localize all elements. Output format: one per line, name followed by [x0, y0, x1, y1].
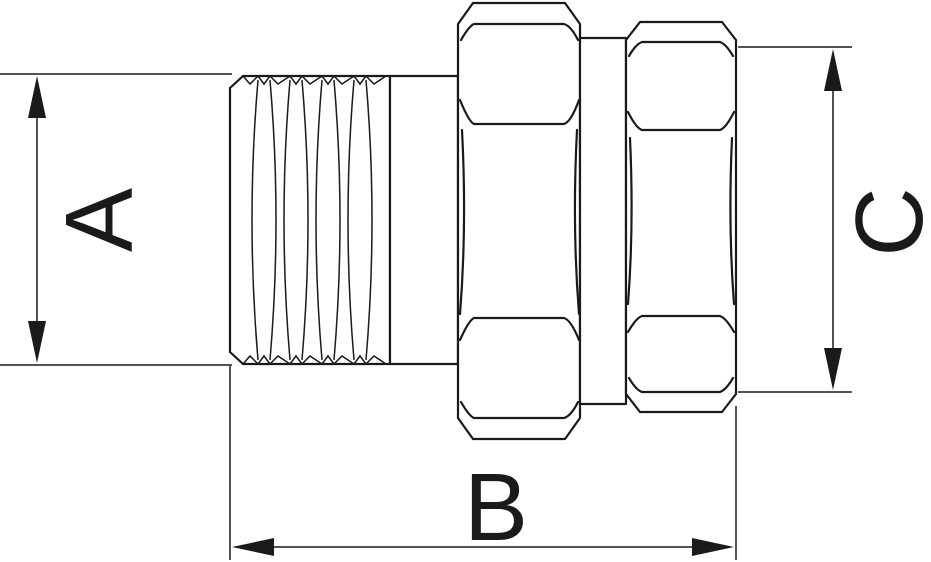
dimension-c-arrow-bottom	[824, 348, 842, 390]
dimension-a-arrow-top	[28, 76, 46, 118]
hex-nut-large	[456, 1, 582, 441]
dimension-c: C	[738, 46, 931, 393]
dimension-b: B	[229, 366, 737, 561]
dimension-b-arrow-right	[692, 538, 734, 556]
neck	[388, 74, 460, 366]
threaded-end	[228, 74, 392, 366]
dimension-c-label: C	[836, 187, 931, 256]
hex-body-small	[624, 20, 738, 414]
dimension-c-arrow-top	[824, 49, 842, 91]
dimension-b-label: B	[464, 454, 528, 561]
dimension-b-arrow-left	[232, 538, 274, 556]
dimension-a: A	[0, 73, 232, 366]
dimension-a-arrow-bottom	[28, 321, 46, 363]
collar	[578, 36, 628, 406]
dimension-a-label: A	[46, 188, 153, 252]
